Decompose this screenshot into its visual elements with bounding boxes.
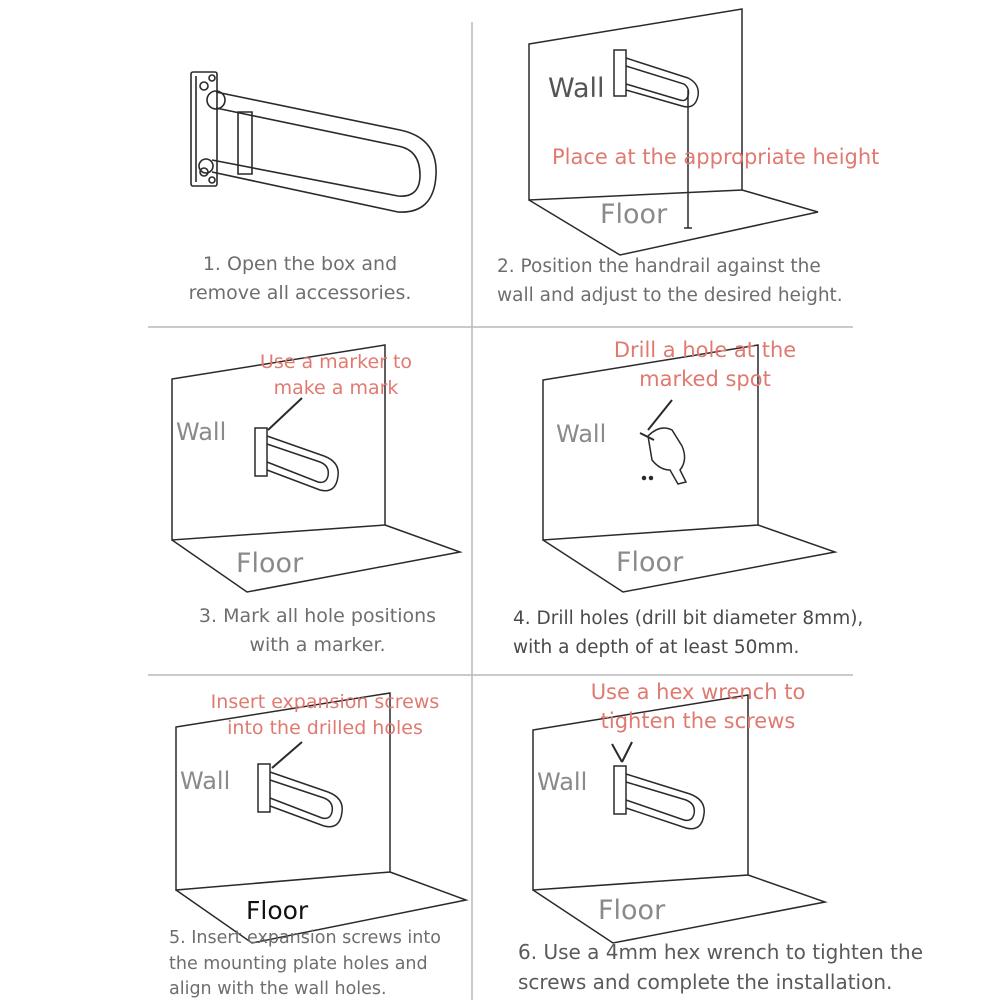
step-4-caption-line1: 4. Drill holes (drill bit diameter 8mm), xyxy=(513,608,864,629)
step-3-note-line1: Use a marker to xyxy=(259,351,413,373)
step-3-caption-line2: with a marker. xyxy=(249,634,386,656)
step-5-caption-line3: align with the wall holes. xyxy=(169,979,387,999)
step-6-caption: 6. Use a 4mm hex wrench to tighten the s… xyxy=(518,937,923,997)
step-4-wall-label: Wall xyxy=(556,420,607,448)
room-step-2 xyxy=(528,8,818,255)
step-3-caption-line1: 3. Mark all hole positions xyxy=(198,605,437,627)
step-2-note: Place at the appropriate height xyxy=(552,145,880,169)
step-2-caption: 2. Position the handrail against the wal… xyxy=(497,252,843,310)
step-5-wall-label: Wall xyxy=(180,767,231,795)
step-4-note-line1: Drill a hole at the xyxy=(613,338,797,362)
step-2-floor-label: Floor xyxy=(600,199,668,230)
step-1-caption: 1. Open the box and remove all accessori… xyxy=(140,250,460,308)
room-step-6 xyxy=(532,694,825,943)
room-step-3 xyxy=(171,344,460,592)
step-5-note-line1: Insert expansion screws xyxy=(210,691,440,713)
step-6-floor-label: Floor xyxy=(598,895,666,926)
step-6-note-line2: tighten the screws xyxy=(600,709,796,733)
step-6-note: Use a hex wrench to tighten the screws xyxy=(580,678,816,736)
room-step-5 xyxy=(175,692,466,943)
step-5-floor-label: Floor xyxy=(246,896,309,925)
step-6-caption-line2: screws and complete the installation. xyxy=(518,970,893,994)
step-3-wall-label: Wall xyxy=(176,418,227,446)
step-5-note: Insert expansion screws into the drilled… xyxy=(200,689,450,741)
step-6-caption-line1: 6. Use a 4mm hex wrench to tighten the xyxy=(518,940,923,964)
step-5-caption: 5. Insert expansion screws into the moun… xyxy=(169,926,441,1003)
handrail-illustration xyxy=(191,72,436,212)
step-6-wall-label: Wall xyxy=(537,768,588,796)
step-3-note: Use a marker to make a mark xyxy=(246,349,426,401)
step-4-floor-label: Floor xyxy=(616,547,684,578)
step-1-caption-line1: 1. Open the box and xyxy=(202,253,398,275)
room-step-4 xyxy=(542,344,835,592)
step-3-note-line2: make a mark xyxy=(273,377,399,399)
step-2-caption-line2: wall and adjust to the desired height. xyxy=(497,285,843,306)
step-4-note: Drill a hole at the marked spot xyxy=(600,336,810,394)
step-4-caption-line2: with a depth of at least 50mm. xyxy=(513,637,800,658)
step-4-note-line2: marked spot xyxy=(639,367,771,391)
step-4-caption: 4. Drill holes (drill bit diameter 8mm),… xyxy=(513,604,863,662)
step-5-caption-line1: 5. Insert expansion screws into xyxy=(169,928,441,948)
step-5-note-line2: into the drilled holes xyxy=(227,717,423,739)
step-5-caption-line2: the mounting plate holes and xyxy=(169,953,428,974)
step-1-caption-line2: remove all accessories. xyxy=(188,282,412,304)
step-3-caption: 3. Mark all hole positions with a marker… xyxy=(160,602,475,660)
step-3-floor-label: Floor xyxy=(236,548,304,579)
step-2-wall-label: Wall xyxy=(548,73,605,104)
step-6-note-line1: Use a hex wrench to xyxy=(590,680,806,704)
step-2-caption-line1: 2. Position the handrail against the xyxy=(497,256,821,277)
